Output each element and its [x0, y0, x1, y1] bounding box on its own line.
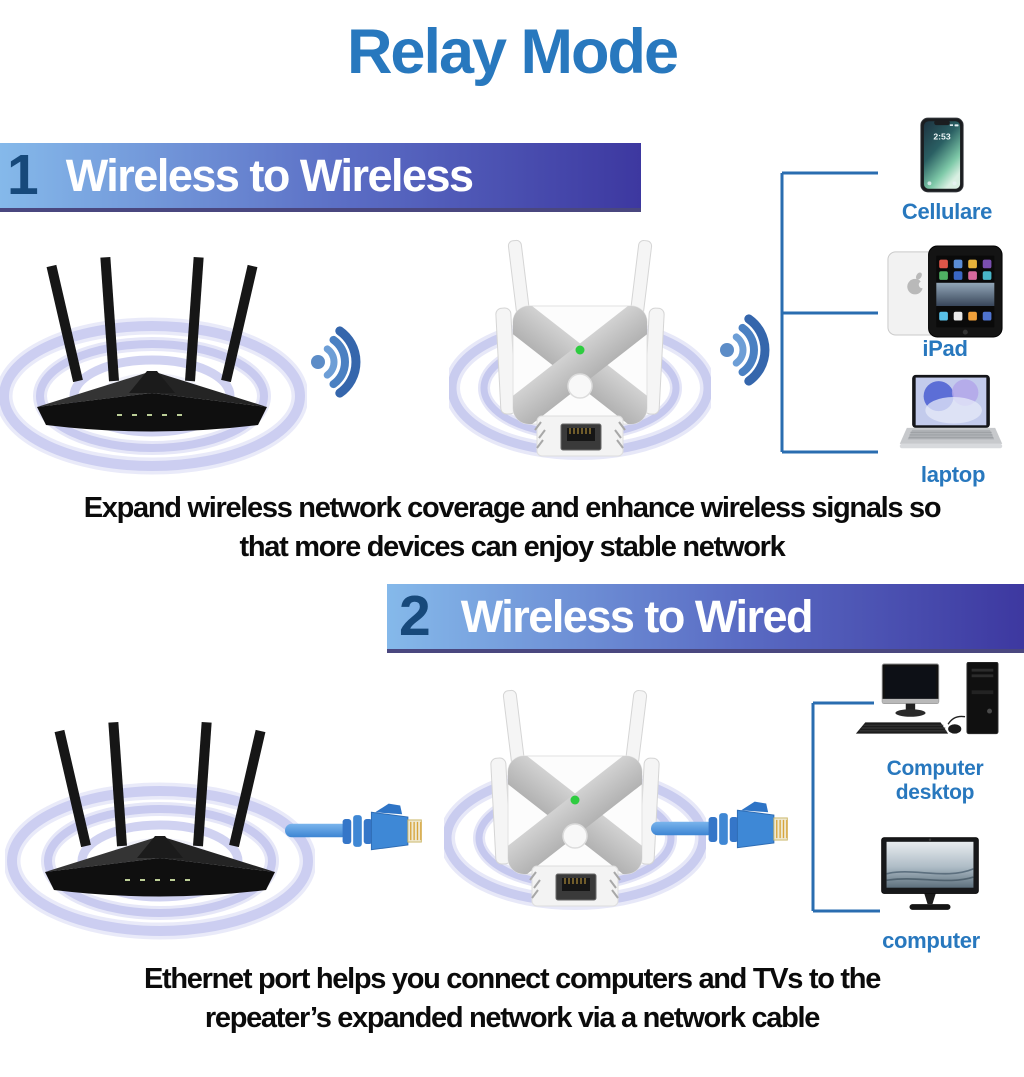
monitor-label: computer — [882, 928, 980, 953]
page-title: Relay Mode — [346, 17, 679, 87]
ethernet-cable-image — [285, 803, 422, 851]
laptop-label: laptop — [920, 462, 986, 487]
desktop-pc-image — [855, 662, 999, 735]
phone-label: Cellulare — [901, 199, 993, 224]
status-led — [570, 795, 580, 805]
description-line: Ethernet port helps you connect computer… — [143, 963, 881, 995]
wifi-signal-icon — [720, 314, 770, 386]
section1-description: Expand wireless network coverage and enh… — [0, 489, 1024, 567]
monitor-image — [881, 837, 979, 910]
phone-clock: 2:53 — [933, 131, 950, 141]
description-line: that more devices can enjoy stable netwo… — [239, 531, 786, 563]
device-bracket-lines — [811, 701, 880, 913]
ethernet-cable-image — [651, 801, 788, 849]
section1-heading: Wireless to Wireless — [65, 149, 474, 201]
desktop-pc-label: Computer desktop — [886, 757, 984, 804]
wifi-signal-icon — [311, 326, 361, 398]
section2-banner: 2 Wireless to Wired — [387, 584, 1024, 653]
repeater-body — [495, 239, 665, 457]
status-led — [575, 345, 585, 355]
section2-description: Ethernet port helps you connect computer… — [0, 960, 1024, 1038]
smartphone-image: 2:53 — [920, 117, 964, 193]
tablet-label: iPad — [922, 336, 968, 361]
section2-number: 2 — [399, 584, 431, 648]
section1-number: 1 — [7, 143, 39, 207]
repeater-body — [490, 689, 660, 907]
device-bracket-lines — [780, 171, 878, 454]
wifi-repeater-image — [444, 689, 706, 910]
section2-heading: Wireless to Wired — [460, 590, 814, 642]
description-line: Expand wireless network coverage and enh… — [83, 492, 942, 524]
router-body — [37, 256, 267, 432]
wps-button — [567, 373, 593, 399]
description-line: repeater’s expanded network via a networ… — [204, 1002, 821, 1034]
wps-button — [562, 823, 588, 849]
laptop-image — [899, 374, 1003, 449]
wireless-router-image — [5, 721, 315, 940]
tablet-image — [887, 245, 1003, 338]
wifi-repeater-image — [449, 239, 711, 460]
wireless-router-image — [0, 256, 307, 475]
section1-banner: 1 Wireless to Wireless — [0, 143, 641, 212]
router-body — [45, 721, 275, 897]
